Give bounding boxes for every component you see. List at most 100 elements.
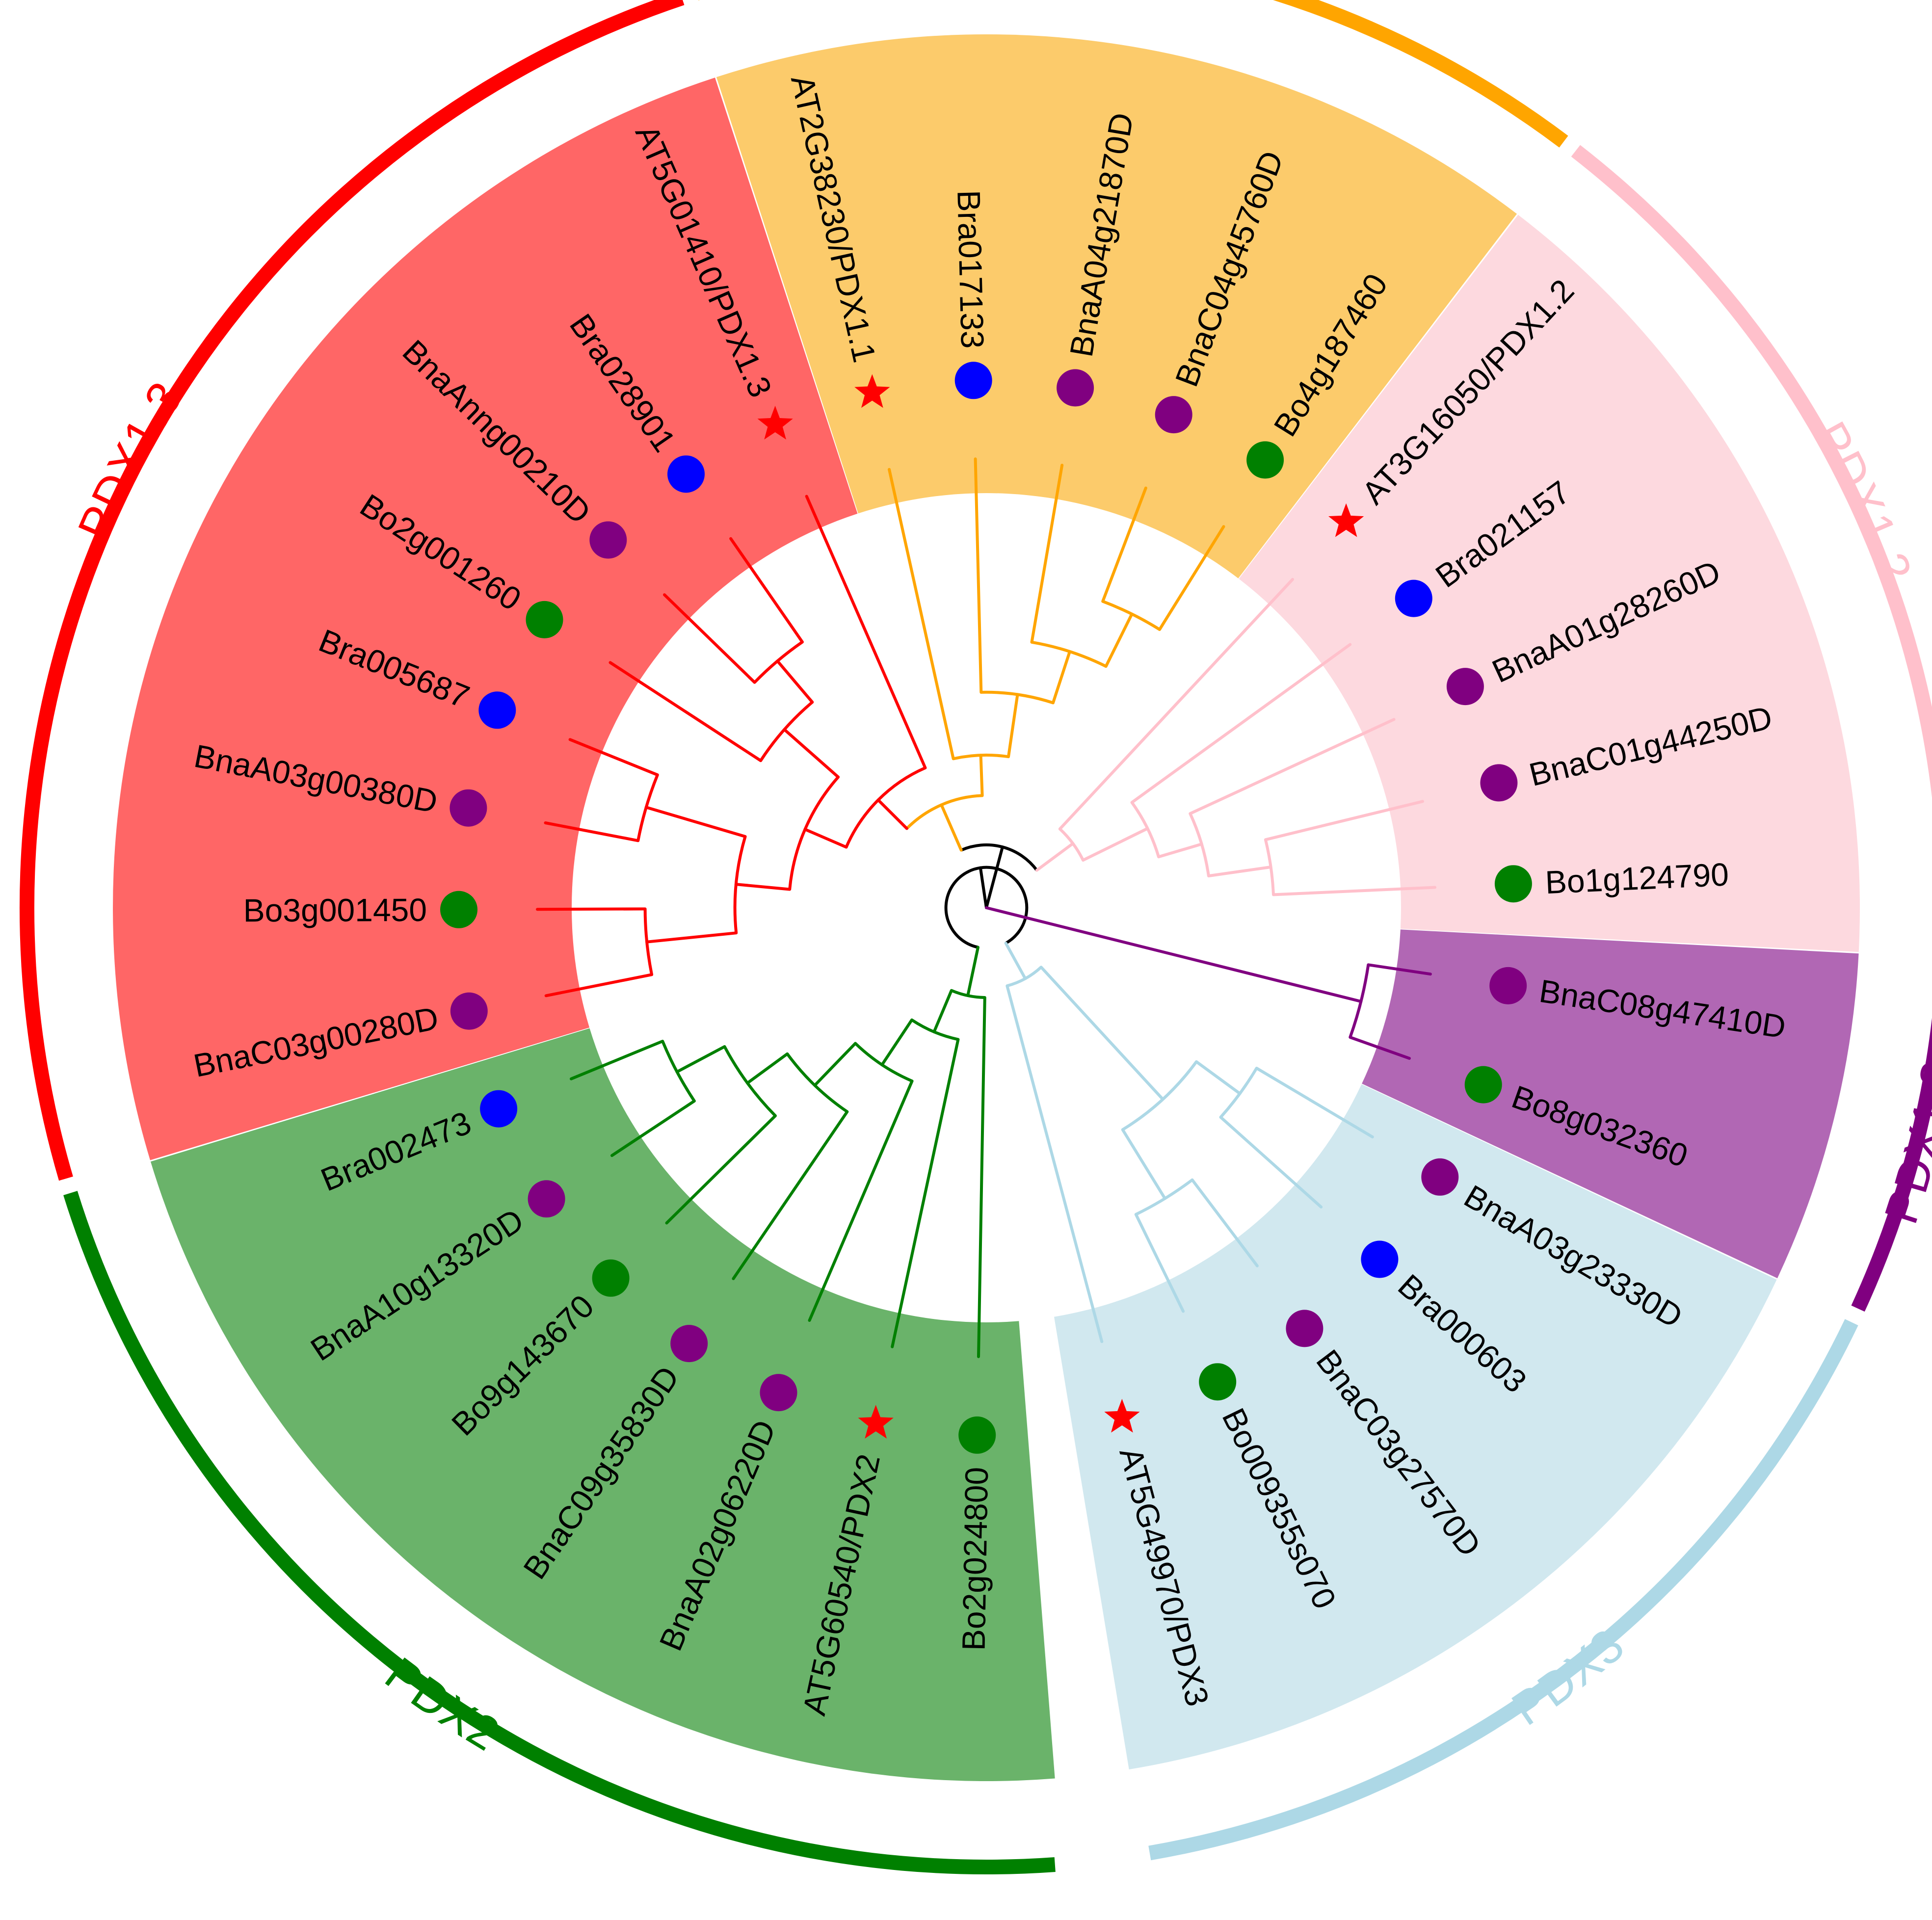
branch-line	[1255, 1067, 1374, 1139]
branch-line	[663, 593, 756, 684]
branch-line	[1006, 984, 1104, 1343]
branch-line	[783, 728, 840, 779]
branch-arc	[753, 640, 803, 684]
branch-arc	[845, 766, 926, 848]
branch-line	[1058, 578, 1294, 831]
star-marker	[1104, 1398, 1140, 1433]
clade-arc-pdx11	[698, 0, 1568, 148]
branch-line	[977, 996, 986, 1358]
leaf-label: Bo1g124790	[1544, 856, 1729, 900]
clade-label-pdx12: PDX1.2	[1803, 413, 1922, 590]
branch-arc	[636, 774, 659, 841]
branch-line	[979, 754, 984, 797]
circle-marker	[450, 992, 488, 1030]
branch-line	[665, 1114, 777, 1225]
circle-marker	[954, 362, 992, 399]
branch-line	[1158, 525, 1225, 631]
branch-line	[734, 883, 792, 891]
leaf-label: Bo3g001450	[243, 892, 427, 928]
leaf-label: Bo2g024800	[955, 1467, 995, 1651]
branch-line	[891, 1038, 960, 1348]
branch-arc	[1135, 1179, 1193, 1216]
branch-line	[808, 1079, 914, 1322]
branch-arc	[953, 753, 1009, 761]
branch-arc	[759, 701, 814, 762]
branch-line	[985, 845, 1004, 909]
star-marker	[757, 405, 793, 440]
tree-branches	[536, 457, 1437, 1358]
circle-marker	[1286, 1310, 1323, 1347]
clade-label-pdx2: PDX2	[376, 1647, 509, 1761]
circle-marker	[1480, 764, 1518, 802]
circle-marker	[1199, 1363, 1237, 1401]
branch-line	[729, 537, 804, 644]
branch-line	[880, 1018, 914, 1067]
clade-label-pdx13: PDX1.3	[68, 372, 193, 548]
branch-line	[1004, 942, 1027, 980]
circle-marker	[958, 1416, 996, 1454]
branch-line	[1030, 464, 1064, 644]
branch-line	[610, 1099, 696, 1157]
branch-line	[644, 806, 747, 838]
branch-line	[776, 659, 814, 704]
branch-line	[1157, 842, 1203, 859]
branch-line	[1349, 1036, 1411, 1060]
branch-line	[1007, 693, 1019, 759]
branch-line	[570, 1040, 664, 1080]
clade-arc-pdx2	[63, 1190, 1056, 1875]
branch-line	[813, 1042, 857, 1087]
circle-marker	[667, 455, 705, 493]
circle-marker	[592, 1259, 630, 1297]
clade-label-pdx1_3p: PDX1.3	[1875, 1056, 1932, 1230]
branch-line	[876, 798, 908, 830]
clade-arc-pdx3	[1148, 1319, 1858, 1861]
circle-marker	[760, 1374, 797, 1412]
branch-arc	[854, 1042, 913, 1082]
circle-marker	[528, 1180, 565, 1218]
circle-marker	[450, 789, 487, 827]
branch-line	[1316, 989, 1363, 1003]
circle-marker	[1155, 396, 1192, 434]
branch-line	[1189, 718, 1396, 815]
branch-line	[1207, 866, 1272, 878]
branch-line	[1039, 966, 1140, 1075]
branch-arc	[960, 843, 1038, 871]
branch-line	[805, 495, 927, 769]
branch-arc	[911, 1019, 959, 1041]
branch-line	[1264, 800, 1424, 842]
circle-marker	[1446, 668, 1484, 706]
leaf-label: Bra017133	[951, 190, 991, 349]
star-marker	[1328, 503, 1364, 537]
branch-line	[544, 973, 654, 998]
clade-label-pdx3: PDX3	[1503, 1618, 1634, 1736]
branch-line	[1272, 886, 1437, 896]
clade-arcs	[19, 0, 1932, 1875]
branch-line	[803, 828, 848, 849]
circle-marker	[1246, 441, 1284, 479]
circle-marker	[1057, 369, 1094, 407]
branch-line	[1367, 963, 1432, 976]
branch-line	[1130, 643, 1352, 804]
circle-marker	[1421, 1158, 1459, 1196]
circle-marker	[480, 1090, 518, 1128]
branch-arc	[786, 1053, 848, 1113]
branch-line	[675, 1045, 726, 1074]
clade-arc-pdx13	[19, 0, 685, 1181]
branch-arc	[1219, 1067, 1258, 1118]
branch-line	[1191, 1178, 1259, 1267]
branch-line	[609, 661, 763, 763]
branch-arc	[1264, 839, 1275, 895]
branch-arc	[1102, 600, 1161, 631]
branch-line	[645, 931, 738, 944]
branch-arc	[1189, 813, 1210, 876]
circle-marker	[1489, 967, 1527, 1004]
circle-marker	[440, 891, 477, 928]
circle-marker	[1361, 1240, 1399, 1278]
branch-arc	[981, 690, 1054, 705]
branch-line	[746, 1052, 789, 1085]
branch-line	[1137, 1071, 1164, 1101]
branch-line	[966, 946, 979, 997]
circle-marker	[1395, 579, 1432, 617]
branch-arc	[905, 794, 982, 830]
